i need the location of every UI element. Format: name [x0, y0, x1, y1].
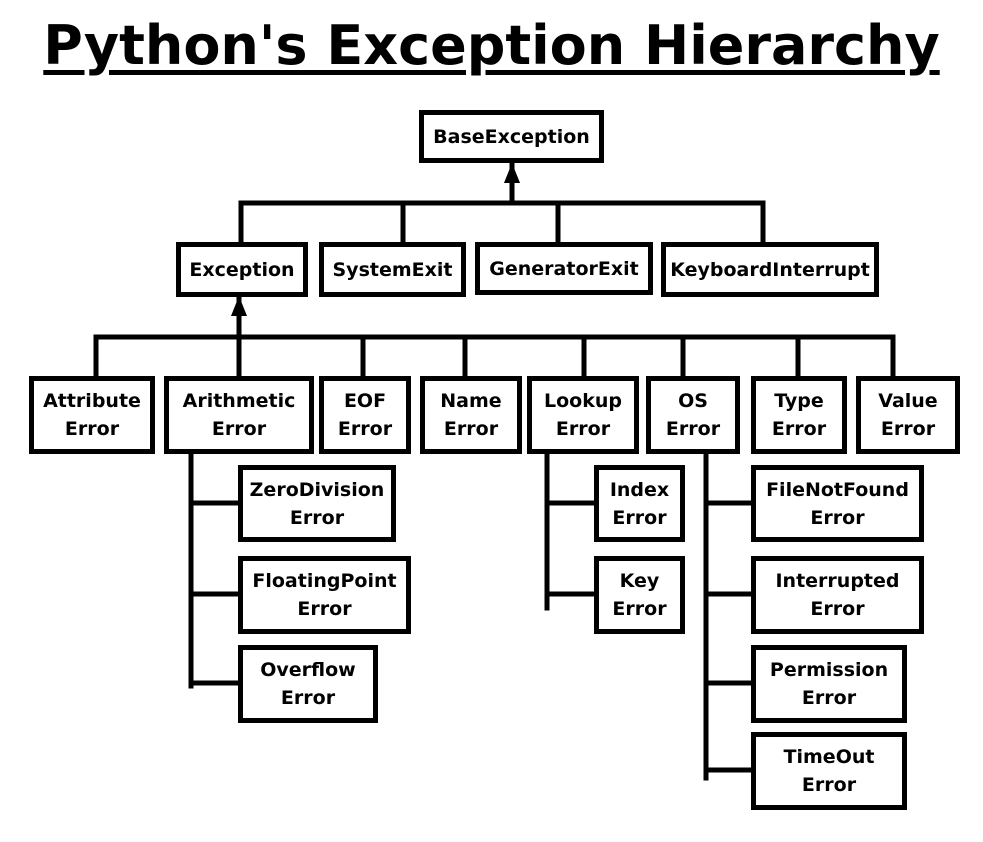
node-exception: Exception [176, 242, 308, 297]
node-system-exit: SystemExit [319, 242, 466, 297]
base-arrowhead-icon [504, 163, 520, 183]
exception-arrowhead-icon [231, 296, 247, 316]
node-base-exception: BaseException [419, 110, 604, 163]
node-generator-exit: GeneratorExit [475, 242, 653, 295]
diagram-title: Python's Exception Hierarchy [43, 14, 940, 77]
node-keyboard-interrupt: KeyboardInterrupt [661, 242, 879, 297]
